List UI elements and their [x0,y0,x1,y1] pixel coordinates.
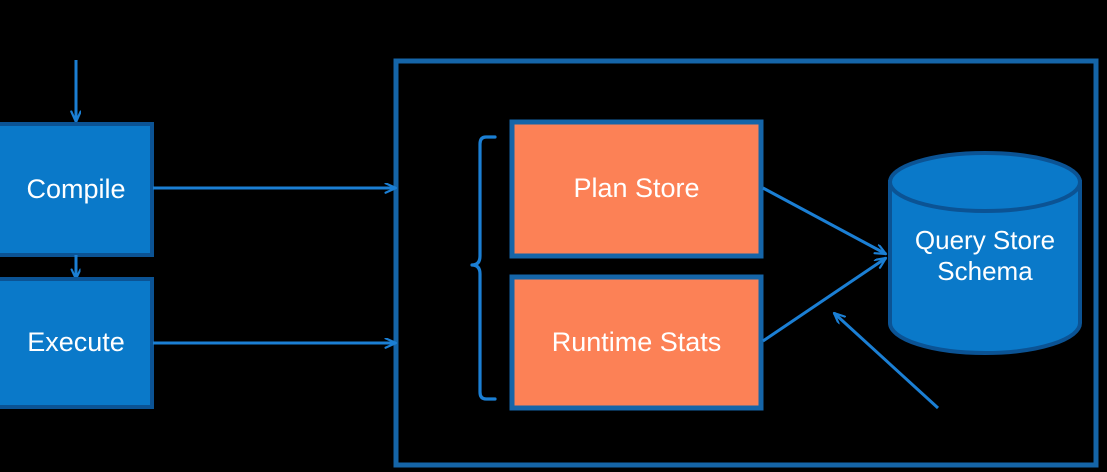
store-group-brace [470,135,497,401]
edge-plan-store-to-schema [762,186,886,256]
node-query-store-schema [888,151,1082,355]
node-runtime-stats [509,274,764,411]
query-store-container [393,58,1099,468]
node-execute [0,277,154,409]
edge-external-to-schema [834,311,940,410]
node-compile [0,122,154,257]
node-plan-store [509,119,764,259]
edge-runtime-stats-to-schema [762,256,886,343]
